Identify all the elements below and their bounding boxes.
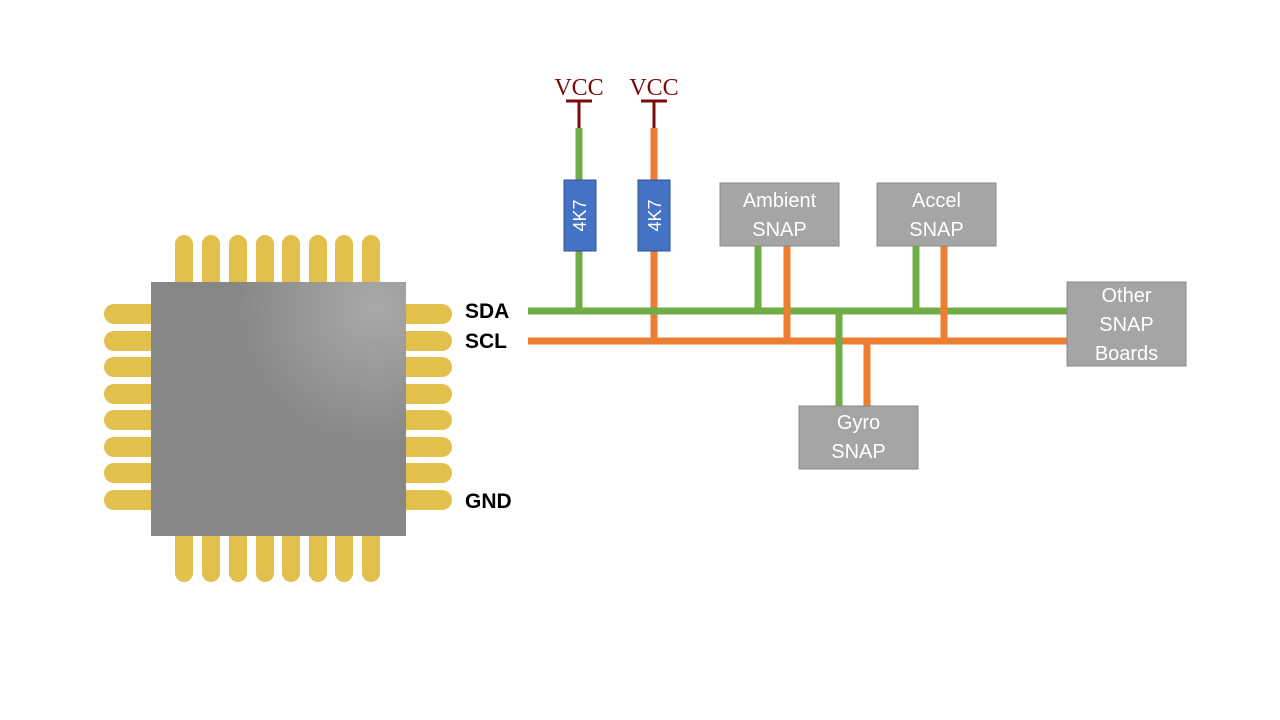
- gyro-snap-label-line2: SNAP: [831, 441, 885, 463]
- chip-pin: [335, 235, 353, 297]
- vcc-label: VCC: [629, 75, 678, 101]
- gyro-snap-box: [798, 405, 919, 470]
- chip-pin: [229, 235, 247, 297]
- other-snap-box: [1066, 281, 1187, 367]
- microcontroller-chip: [104, 235, 452, 582]
- accel-snap-label-line1: Accel: [912, 190, 961, 212]
- resistor-sda: [563, 179, 597, 252]
- sda-pullup: VCC 4K7: [554, 75, 604, 311]
- ambient-snap-board: Ambient SNAP: [719, 182, 840, 247]
- accel-snap-box: [876, 182, 997, 247]
- chip-pin: [282, 235, 300, 297]
- gnd-pin-label: GND: [465, 490, 512, 513]
- resistor-scl-value: 4K7: [645, 199, 665, 231]
- ambient-snap-label-line2: SNAP: [752, 219, 806, 241]
- resistor-scl: [637, 179, 671, 252]
- chip-pin: [309, 235, 327, 297]
- chip-pin: [202, 235, 220, 297]
- accel-snap-label-line2: SNAP: [909, 219, 963, 241]
- scl-pullup: VCC 4K7: [629, 75, 679, 341]
- chip-pin: [362, 235, 380, 297]
- scl-pin-label: SCL: [465, 330, 507, 353]
- gyro-snap-label-line1: Gyro: [837, 412, 880, 434]
- other-snap-label-line2: SNAP: [1099, 314, 1153, 336]
- resistor-sda-value: 4K7: [570, 199, 590, 231]
- chip-pins-top: [175, 235, 380, 297]
- chip-pin: [256, 235, 274, 297]
- chip-body: [151, 282, 406, 536]
- accel-snap-board: Accel SNAP: [876, 182, 997, 247]
- other-snap-label-line3: Boards: [1095, 343, 1158, 365]
- other-snap-boards: Other SNAP Boards: [1066, 281, 1187, 367]
- vcc-label: VCC: [554, 75, 603, 101]
- sda-pin-label: SDA: [465, 300, 509, 323]
- chip-pin: [175, 235, 193, 297]
- gyro-snap-board: Gyro SNAP: [798, 405, 919, 470]
- ambient-snap-box: [719, 182, 840, 247]
- other-snap-label-line1: Other: [1101, 285, 1151, 307]
- ambient-snap-label-line1: Ambient: [743, 190, 817, 212]
